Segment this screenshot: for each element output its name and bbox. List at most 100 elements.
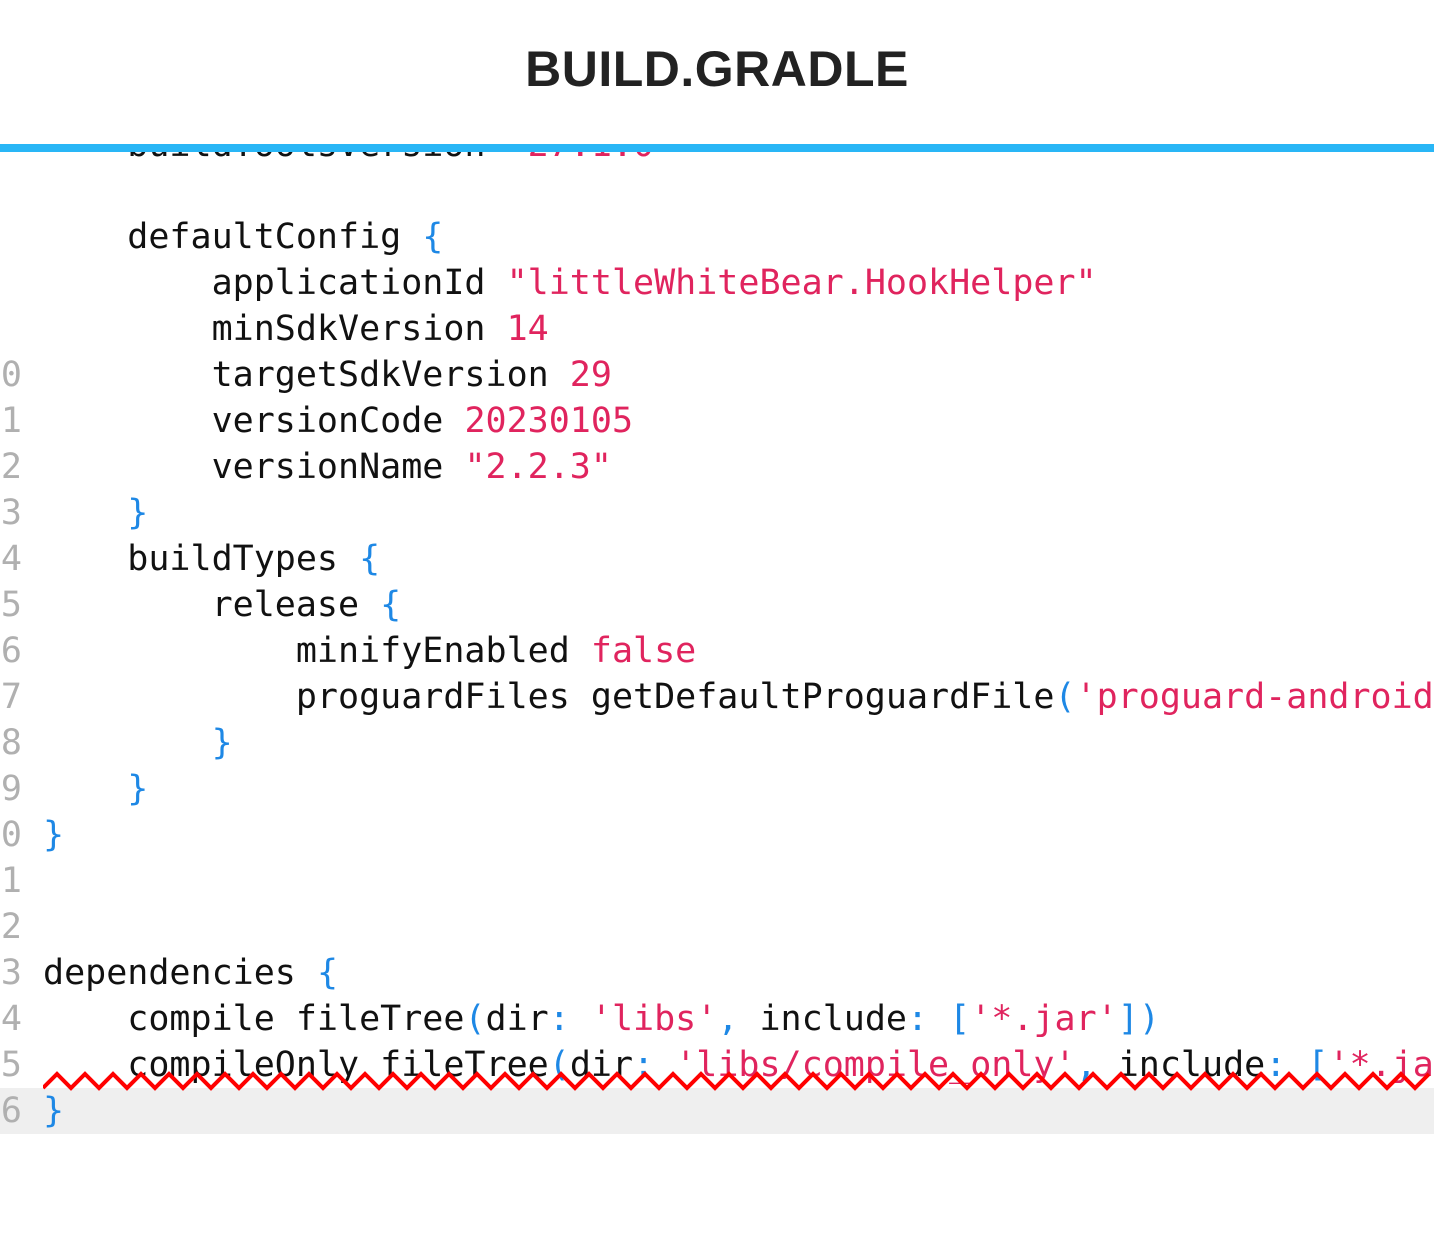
line-number: 0 [0, 815, 22, 855]
code-token: } [127, 769, 149, 809]
code-token: : [548, 999, 591, 1039]
code-token: 20230105 [464, 401, 634, 441]
code-token [43, 723, 212, 763]
code-text: } [43, 720, 233, 766]
code-token: { [359, 539, 381, 579]
code-token: 14 [506, 309, 549, 349]
code-token: { [422, 217, 444, 257]
line-number: 2 [0, 907, 22, 947]
code-token: '*.jar' [970, 999, 1118, 1039]
code-text: } [43, 1088, 64, 1134]
line-number: 1 [0, 401, 22, 441]
code-token: "littleWhiteBear.HookHelper" [506, 263, 1097, 303]
code-token: targetSdkVersion [43, 355, 570, 395]
line-number: 1 [0, 861, 22, 901]
code-token: : [1265, 1045, 1308, 1085]
page-title: BUILD.GRADLE [525, 41, 909, 97]
code-token: } [43, 1091, 65, 1131]
line-number: 6 [0, 1091, 22, 1131]
code-token: versionCode [43, 401, 465, 441]
code-text: buildTypes { [43, 536, 380, 582]
code-text: applicationId "littleWhiteBear.HookHelpe… [43, 260, 1097, 306]
code-token: minifyEnabled [43, 631, 591, 671]
code-line[interactable]: applicationId "littleWhiteBear.HookHelpe… [0, 260, 1434, 306]
line-number: 5 [0, 585, 22, 625]
code-token: dependencies [43, 953, 317, 993]
code-line[interactable]: 7 proguardFiles getDefaultProguardFile('… [0, 674, 1434, 720]
code-line[interactable]: 4 buildTypes { [0, 536, 1434, 582]
code-line[interactable]: 4 compile fileTree(dir: 'libs', include:… [0, 996, 1434, 1042]
line-number: 4 [0, 999, 22, 1039]
code-token: } [43, 815, 65, 855]
code-line[interactable] [0, 168, 1434, 214]
code-text: release { [43, 582, 402, 628]
code-line[interactable]: 8 } [0, 720, 1434, 766]
code-line[interactable]: minSdkVersion 14 [0, 306, 1434, 352]
code-token [43, 769, 127, 809]
code-line[interactable]: defaultConfig { [0, 214, 1434, 260]
code-token: ( [464, 999, 486, 1039]
code-token: } [211, 723, 233, 763]
code-line[interactable]: 9 } [0, 766, 1434, 812]
header-bar: BUILD.GRADLE [0, 0, 1434, 144]
code-text: defaultConfig { [43, 214, 443, 260]
error-squiggle-underline [43, 1071, 1431, 1091]
code-text: } [43, 490, 148, 536]
code-token: , [717, 999, 760, 1039]
line-number: 4 [0, 539, 22, 579]
code-text: dependencies { [43, 950, 338, 996]
code-token: release [43, 585, 381, 625]
line-number: 0 [0, 355, 22, 395]
code-token: 'proguard-android [1075, 677, 1434, 717]
code-token: 29 [569, 355, 612, 395]
line-number: 9 [0, 769, 22, 809]
code-token: defaultConfig [43, 217, 423, 257]
code-token: [ [1307, 1045, 1329, 1085]
code-line[interactable]: 1 versionCode 20230105 [0, 398, 1434, 444]
code-token: proguardFiles getDefaultProguardFile [43, 677, 1055, 717]
code-text: compile fileTree(dir: 'libs', include: [… [43, 996, 1160, 1042]
code-text: targetSdkVersion 29 [43, 352, 612, 398]
code-line[interactable]: 0 targetSdkVersion 29 [0, 352, 1434, 398]
code-token: { [316, 953, 339, 993]
line-number: 6 [0, 631, 22, 671]
code-token: false [590, 631, 697, 671]
squiggle-path [43, 1071, 1431, 1091]
code-text: versionCode 20230105 [43, 398, 633, 444]
code-line[interactable]: 5 release { [0, 582, 1434, 628]
code-token: applicationId [43, 263, 507, 303]
code-token: } [127, 493, 149, 533]
code-line[interactable]: 2 [0, 904, 1434, 950]
code-text: versionName "2.2.3" [43, 444, 612, 490]
code-text: minifyEnabled false [43, 628, 696, 674]
code-line[interactable]: 1 [0, 858, 1434, 904]
code-token: ]) [1117, 999, 1160, 1039]
code-line[interactable]: 3 } [0, 490, 1434, 536]
code-token: : [633, 1045, 676, 1085]
code-line[interactable]: 0} [0, 812, 1434, 858]
code-line-current[interactable]: 6} [0, 1088, 1434, 1134]
code-token: buildTypes [43, 539, 360, 579]
code-token: dir [485, 999, 549, 1039]
code-token: [ [949, 999, 971, 1039]
code-token: 'libs' [590, 999, 718, 1039]
code-text: } [43, 812, 64, 858]
code-token: '*.ja [1328, 1045, 1434, 1085]
code-line[interactable]: 3 dependencies { [0, 950, 1434, 996]
line-number: 3 [0, 493, 22, 533]
code-line[interactable]: 2 versionName "2.2.3" [0, 444, 1434, 490]
code-token: "2.2.3" [464, 447, 612, 487]
code-line[interactable]: 6 minifyEnabled false [0, 628, 1434, 674]
line-number: 8 [0, 723, 22, 763]
code-text: } [43, 766, 148, 812]
code-token: include [759, 999, 907, 1039]
line-number: 2 [0, 447, 22, 487]
header-accent-divider [0, 144, 1434, 152]
code-token: { [380, 585, 402, 625]
line-number: 3 [0, 953, 22, 993]
code-token: compile fileTree [43, 999, 465, 1039]
code-token: minSdkVersion [43, 309, 507, 349]
code-text: minSdkVersion 14 [43, 306, 549, 352]
code-token [43, 493, 127, 533]
